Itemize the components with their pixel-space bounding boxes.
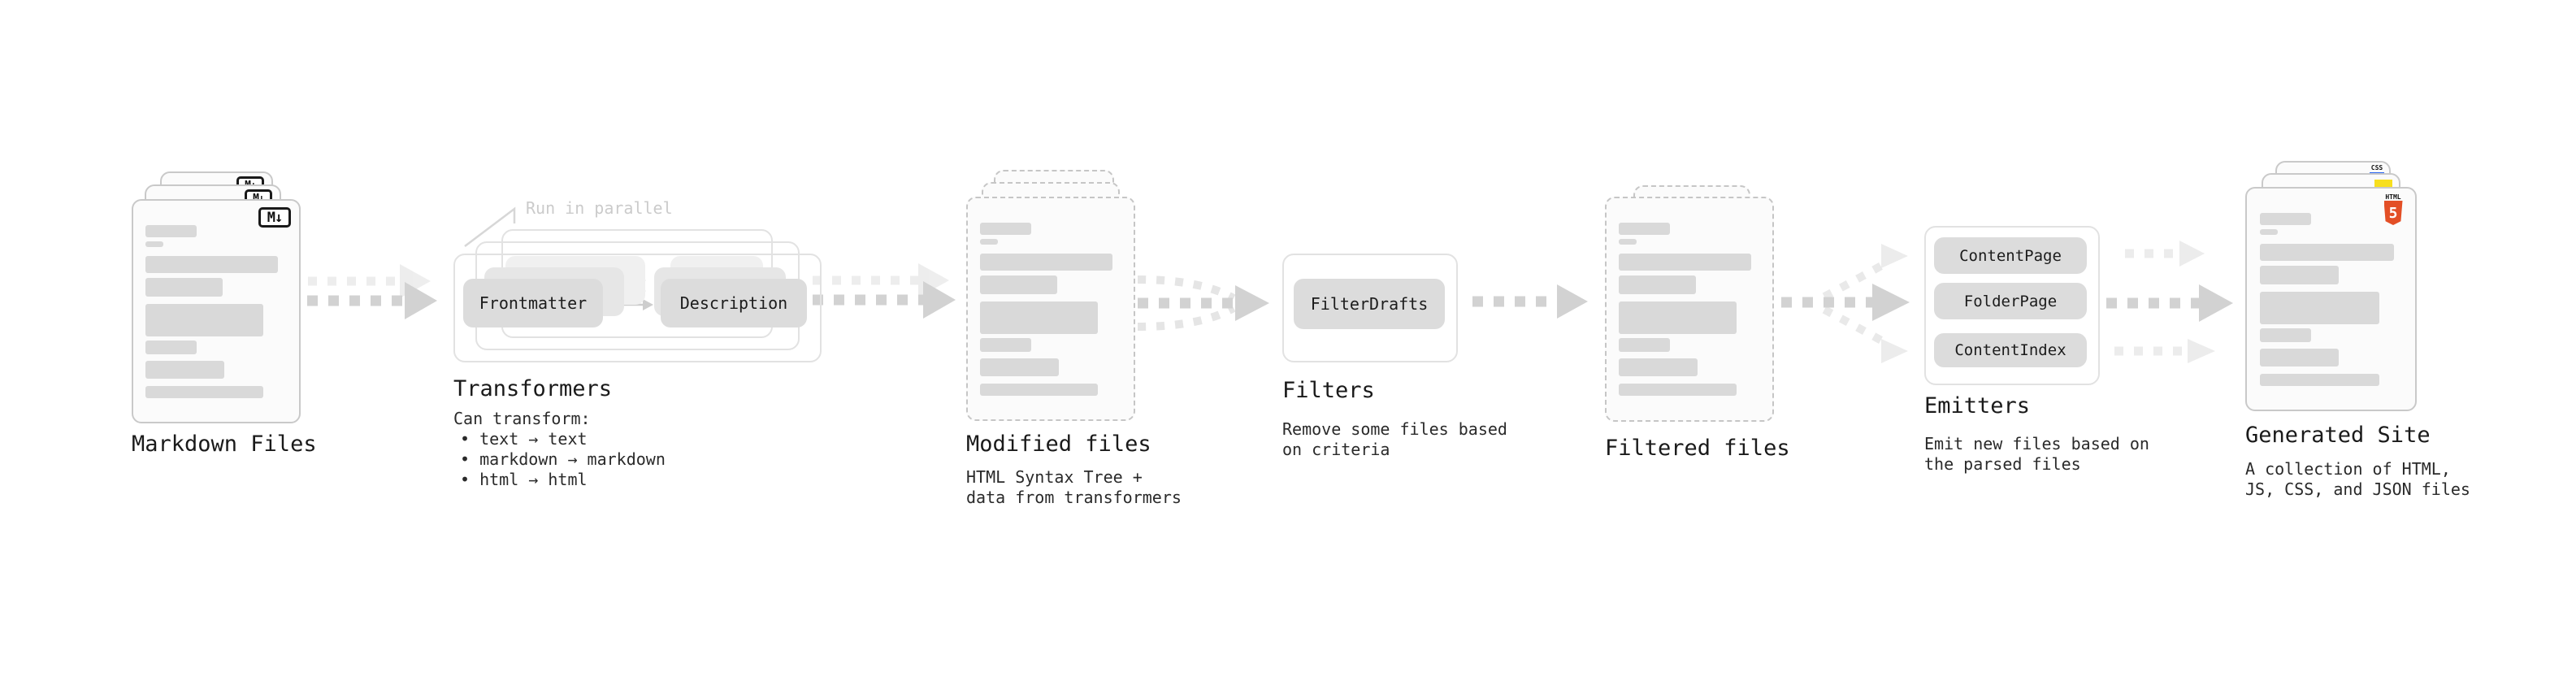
transformers-title: Transformers xyxy=(453,376,613,401)
transformers-desc-item: • text → text xyxy=(460,429,588,449)
modified-page-front xyxy=(966,197,1135,421)
generated-page-front: HTML 5 xyxy=(2245,187,2417,411)
js-icon xyxy=(2374,180,2392,189)
skeleton-bar xyxy=(980,384,1098,396)
html5-icon-label: HTML xyxy=(2385,193,2401,201)
skeleton-bar xyxy=(1619,239,1637,245)
emitters-title: Emitters xyxy=(1924,393,2031,419)
html5-shield: 5 xyxy=(2383,201,2403,225)
skeleton-bar xyxy=(145,340,197,354)
skeleton-bar xyxy=(1619,338,1670,352)
skeleton-bar xyxy=(145,241,163,247)
filters-title: Filters xyxy=(1282,378,1375,403)
skeleton-bar xyxy=(145,386,263,398)
arrow-filtered-to-emitters-fanout xyxy=(1781,244,1910,363)
skeleton-bar xyxy=(980,254,1112,271)
filtered-page-front xyxy=(1605,197,1774,422)
arrow-emitters-to-generated xyxy=(2106,241,2233,363)
run-in-parallel-annotation: Run in parallel xyxy=(526,198,673,218)
skeleton-bar xyxy=(2260,229,2278,235)
emitters-box xyxy=(1924,226,2100,385)
skeleton-bar xyxy=(980,338,1031,352)
generated-site-desc: A collection of HTML, xyxy=(2245,459,2451,479)
transformers-desc-item: • html → html xyxy=(460,470,588,489)
skeleton-bar xyxy=(2260,374,2379,386)
skeleton-bar xyxy=(145,256,278,273)
arrow-modified-to-filters-merge xyxy=(1137,275,1269,331)
skeleton-bar xyxy=(2260,349,2339,367)
skeleton-bar xyxy=(980,223,1031,235)
filters-desc: on criteria xyxy=(1282,440,1390,459)
transformers-box-front xyxy=(453,254,822,362)
contentpage-button: ContentPage xyxy=(1934,237,2087,274)
skeleton-bar xyxy=(2260,213,2311,225)
skeleton-bar xyxy=(980,301,1098,334)
modified-files-desc: HTML Syntax Tree + xyxy=(966,467,1143,487)
skeleton-bar xyxy=(2260,244,2394,261)
modified-files-label: Modified files xyxy=(966,432,1151,457)
skeleton-bar xyxy=(980,358,1059,376)
modified-files-desc: data from transformers xyxy=(966,488,1182,507)
arrow-filters-to-filtered xyxy=(1472,284,1588,319)
filtered-files-label: Filtered files xyxy=(1605,436,1790,461)
transformers-desc-item: • markdown → markdown xyxy=(460,449,666,469)
arrow-markdown-to-transformers xyxy=(307,264,437,319)
arrow-ghost xyxy=(308,264,431,298)
skeleton-bar xyxy=(1619,358,1698,376)
skeleton-bar xyxy=(145,278,223,297)
frontmatter-button: Frontmatter xyxy=(463,279,603,327)
html5-number: 5 xyxy=(2388,204,2398,222)
skeleton-bar xyxy=(2260,292,2379,324)
markdown-page-front: M↓ xyxy=(132,199,301,423)
skeleton-bar xyxy=(145,225,197,237)
transformers-desc-heading: Can transform: xyxy=(453,409,591,428)
html5-icon: HTML 5 xyxy=(2383,193,2403,225)
skeleton-bar xyxy=(980,239,998,245)
emitters-desc: the parsed files xyxy=(1924,454,2081,474)
css-icon-label: CSS xyxy=(2370,164,2383,171)
skeleton-bar xyxy=(1619,384,1737,396)
contentindex-button: ContentIndex xyxy=(1934,333,2087,367)
skeleton-bar xyxy=(145,361,224,379)
generated-site-desc: JS, CSS, and JSON files xyxy=(2245,479,2470,499)
markdown-icon: M↓ xyxy=(258,207,291,228)
skeleton-bar xyxy=(145,304,263,336)
skeleton-bar xyxy=(1619,275,1696,294)
description-button: Description xyxy=(661,279,807,327)
filters-box xyxy=(1282,254,1458,362)
arrow-transformers-to-modified xyxy=(813,263,956,319)
arrow-ghost xyxy=(813,263,949,297)
emitters-desc: Emit new files based on xyxy=(1924,434,2149,453)
arrow-top xyxy=(2125,241,2205,267)
generated-site-label: Generated Site xyxy=(2245,423,2431,448)
skeleton-bar xyxy=(980,275,1057,294)
arrow-bottom xyxy=(2114,339,2215,363)
skeleton-bar xyxy=(1619,301,1737,334)
filterdrafts-button: FilterDrafts xyxy=(1294,279,1445,329)
skeleton-bar xyxy=(2260,328,2311,342)
filters-desc: Remove some files based xyxy=(1282,419,1507,439)
skeleton-bar xyxy=(1619,254,1751,271)
skeleton-bar xyxy=(1619,223,1670,235)
markdown-files-label: Markdown Files xyxy=(132,432,317,457)
skeleton-bar xyxy=(2260,266,2339,284)
folderpage-button: FolderPage xyxy=(1934,283,2087,319)
